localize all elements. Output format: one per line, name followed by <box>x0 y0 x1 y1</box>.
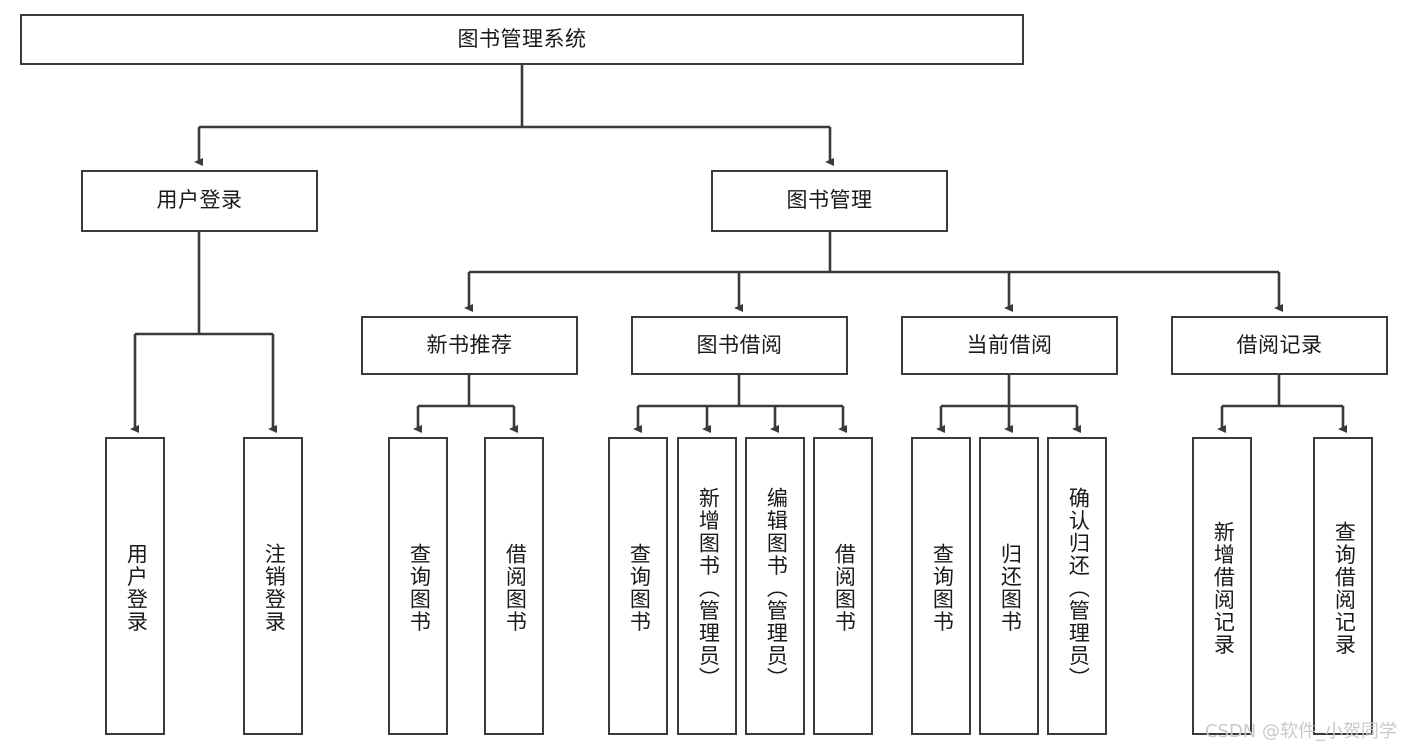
node-label: 新增借阅记录 <box>1211 520 1235 656</box>
leaf-logout-login[interactable]: 注销登录 <box>243 437 303 735</box>
node-label: 注销登录 <box>262 543 286 633</box>
node-label: 图书借阅 <box>696 333 783 357</box>
leaf-query-book-current[interactable]: 查询图书 <box>911 437 971 735</box>
node-label: 图书管理 <box>786 189 873 213</box>
leaf-query-borrow-record[interactable]: 查询借阅记录 <box>1313 437 1373 735</box>
leaf-borrow-book-recommend[interactable]: 借阅图书 <box>484 437 544 735</box>
leaf-query-book-borrow[interactable]: 查询图书 <box>608 437 668 735</box>
node-label: 查询图书 <box>930 543 954 633</box>
node-borrow-record[interactable]: 借阅记录 <box>1171 316 1388 375</box>
node-book-borrow[interactable]: 图书借阅 <box>631 316 848 375</box>
node-new-book-recommend[interactable]: 新书推荐 <box>361 316 578 375</box>
node-label: 新增图书（管理员） <box>696 486 720 690</box>
leaf-query-book-recommend[interactable]: 查询图书 <box>388 437 448 735</box>
leaf-borrow-book[interactable]: 借阅图书 <box>813 437 873 735</box>
leaf-edit-book-admin[interactable]: 编辑图书（管理员） <box>745 437 805 735</box>
node-label: 编辑图书（管理员） <box>764 486 788 690</box>
node-label: 借阅记录 <box>1236 333 1323 357</box>
node-label: 查询图书 <box>627 543 651 633</box>
node-label: 借阅图书 <box>832 543 856 633</box>
node-label: 归还图书 <box>998 543 1022 633</box>
node-label: 用户登录 <box>156 189 243 213</box>
node-label: 图书管理系统 <box>457 27 587 51</box>
node-current-borrow[interactable]: 当前借阅 <box>901 316 1118 375</box>
leaf-add-book-admin[interactable]: 新增图书（管理员） <box>677 437 737 735</box>
node-label: 当前借阅 <box>966 333 1053 357</box>
node-root-system[interactable]: 图书管理系统 <box>20 14 1024 65</box>
node-label: 借阅图书 <box>503 543 527 633</box>
csdn-watermark: CSDN @软件_小贺同学 <box>1204 721 1397 742</box>
node-label: 查询图书 <box>407 543 431 633</box>
node-label: 查询借阅记录 <box>1332 520 1356 656</box>
leaf-confirm-return-admin[interactable]: 确认归还（管理员） <box>1047 437 1107 735</box>
node-label: 新书推荐 <box>426 333 513 357</box>
leaf-user-login[interactable]: 用户登录 <box>105 437 165 735</box>
node-label: 用户登录 <box>124 543 148 633</box>
node-label: 确认归还（管理员） <box>1066 486 1090 690</box>
node-book-management[interactable]: 图书管理 <box>711 170 948 232</box>
node-user-login[interactable]: 用户登录 <box>81 170 318 232</box>
leaf-add-borrow-record[interactable]: 新增借阅记录 <box>1192 437 1252 735</box>
leaf-return-book[interactable]: 归还图书 <box>979 437 1039 735</box>
